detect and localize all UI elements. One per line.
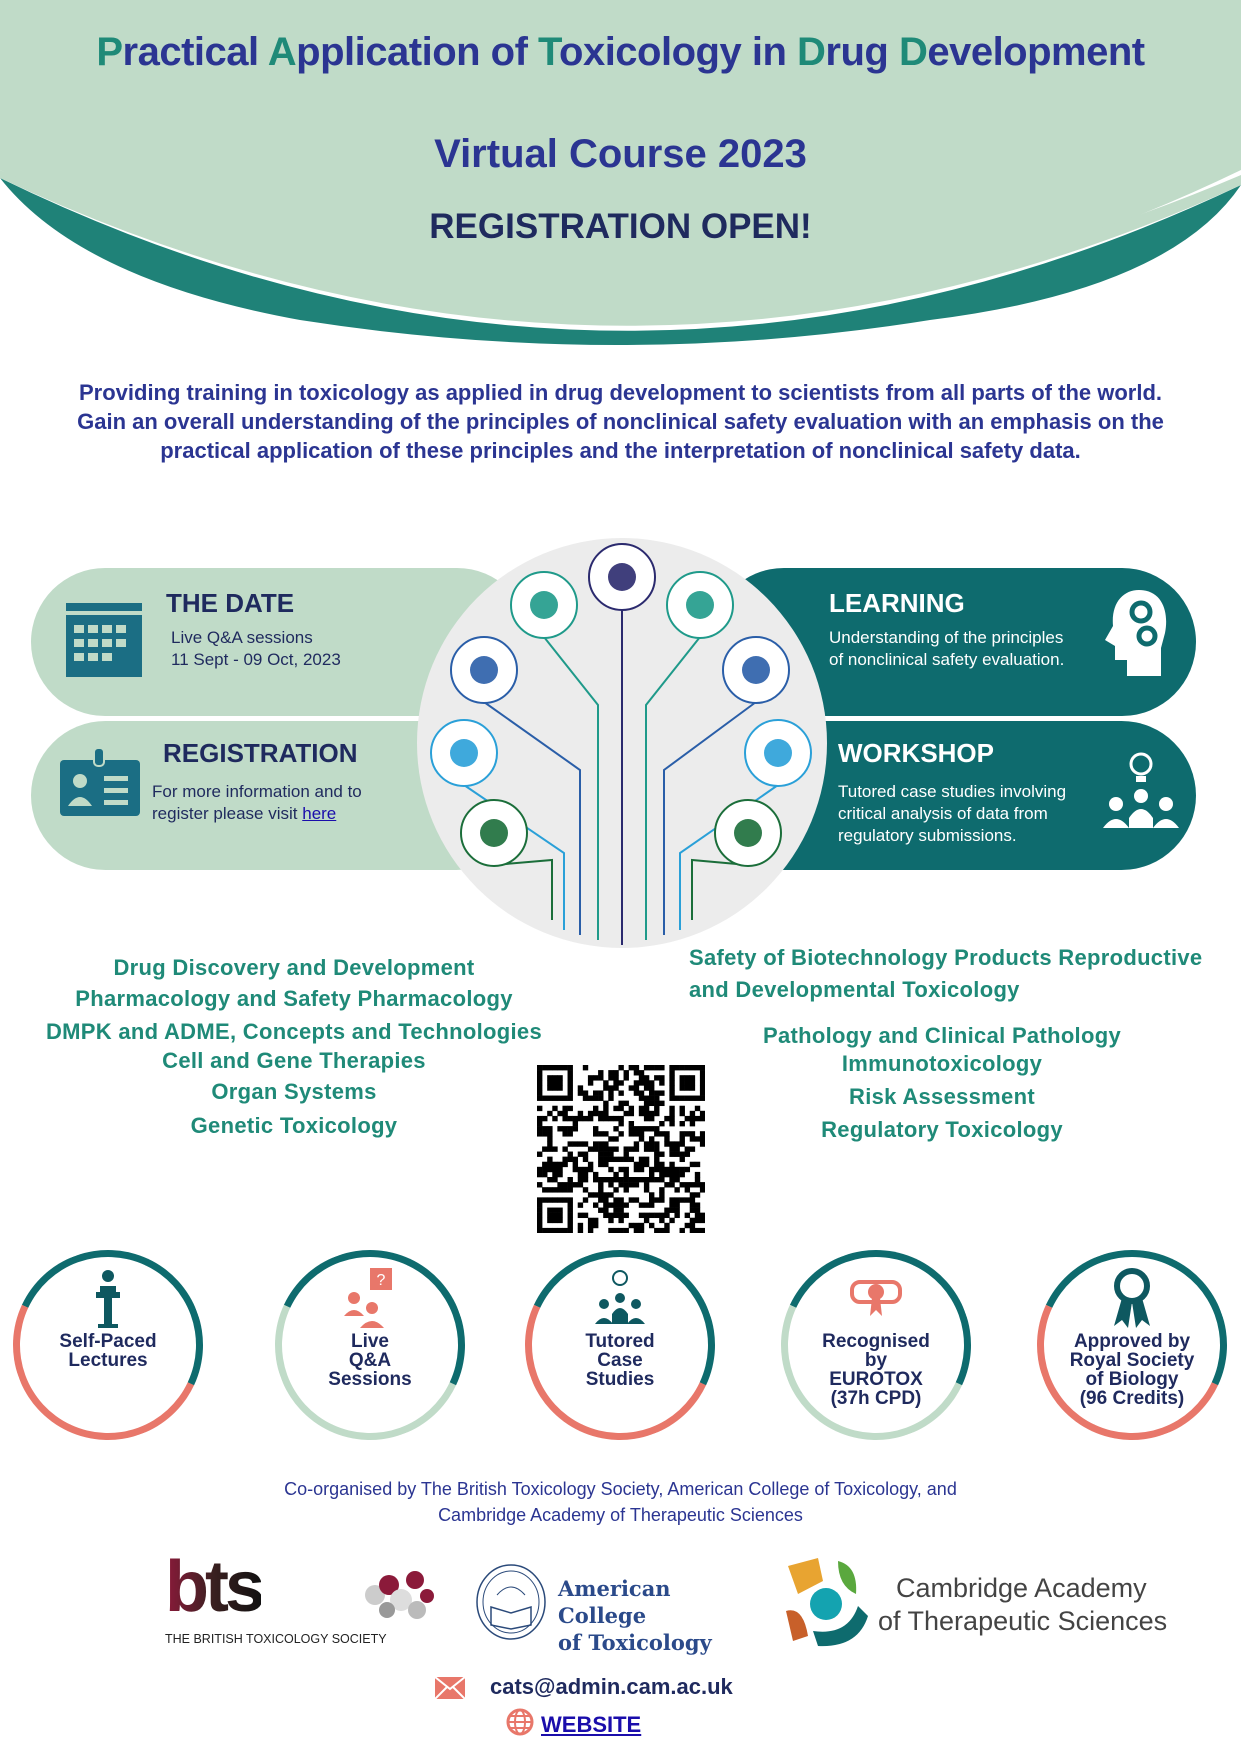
topic-item: and Developmental Toxicology xyxy=(689,977,1020,1002)
header-arc-background xyxy=(0,0,1241,345)
calendar-icon xyxy=(66,603,142,677)
badge-label-line: Live xyxy=(350,1331,390,1352)
badge-label-line: (37h CPD) xyxy=(830,1388,922,1409)
title-highlight-letter: D xyxy=(797,30,826,74)
title-highlight-letter: T xyxy=(538,30,560,74)
badge-label-line: Case xyxy=(597,1350,643,1371)
intro-paragraph: Providing training in toxicology as appl… xyxy=(10,378,1231,465)
tree-branch xyxy=(645,636,701,940)
globe-icon xyxy=(506,1708,534,1736)
tree-branch xyxy=(691,858,749,920)
bts-logo: bts THE BRITISH TOXICOLOGY SOCIETY xyxy=(165,1547,435,1650)
badge-label-line: Approved by xyxy=(1073,1331,1191,1352)
badge-label-line: EUROTOX xyxy=(829,1369,923,1390)
topic-item: Pathology and Clinical Pathology xyxy=(763,1023,1121,1048)
qa-chat-icon: ? xyxy=(344,1268,392,1328)
badge-label-line: Lectures xyxy=(68,1350,148,1371)
topic-item: Organ Systems xyxy=(211,1079,377,1104)
email-icon xyxy=(435,1677,465,1699)
head-gears-icon xyxy=(1105,590,1167,676)
title-text: ractical xyxy=(122,30,268,74)
title-highlight-letter: D xyxy=(898,30,928,74)
tree-branch xyxy=(493,858,553,920)
svg-text:?: ? xyxy=(377,1272,386,1289)
date-heading: THE DATE xyxy=(166,588,295,618)
badge-label-line: by xyxy=(864,1350,888,1371)
topic-item: Risk Assessment xyxy=(849,1084,1035,1109)
registration-qr-code[interactable] xyxy=(537,1065,705,1233)
topic-item: Cell and Gene Therapies xyxy=(162,1048,426,1073)
act-seal-icon xyxy=(476,1564,546,1640)
tree-branch xyxy=(663,701,757,935)
coorganisers-text: Co-organised by The British Toxicology S… xyxy=(284,1479,957,1525)
title-text: evelopment xyxy=(927,30,1145,74)
intro-line: Providing training in toxicology as appl… xyxy=(78,380,1163,405)
topic-item: Safety of Biotechnology Products Reprodu… xyxy=(689,945,1203,970)
certificate-icon xyxy=(850,1280,902,1316)
learning-heading: LEARNING xyxy=(829,588,965,618)
badge-label-line: Studies xyxy=(585,1369,655,1390)
title-text: oxicology in xyxy=(559,30,797,74)
website-link[interactable]: WEBSITE xyxy=(541,1712,642,1737)
molecule-icon xyxy=(365,1571,434,1619)
badge-label-line: Self-Paced xyxy=(59,1331,157,1352)
badge-label-line: Q&A xyxy=(348,1350,392,1371)
intro-line: Gain an overall understanding of the pri… xyxy=(77,409,1164,434)
toxicology-tree-graphic xyxy=(417,538,827,948)
registration-open-banner: REGISTRATION OPEN! xyxy=(429,207,812,246)
topic-item: Regulatory Toxicology xyxy=(821,1117,1063,1142)
award-ribbon-icon xyxy=(1114,1268,1150,1328)
topic-item: Immunotoxicology xyxy=(841,1051,1043,1076)
title-highlight-letter: A xyxy=(267,30,297,74)
course-subtitle: Virtual Course 2023 xyxy=(434,132,807,176)
course-title: Practical Application of Toxicology in D… xyxy=(0,30,1241,75)
title-text: rug xyxy=(825,30,899,74)
topic-item: Genetic Toxicology xyxy=(190,1113,398,1138)
registration-here-link[interactable]: here xyxy=(302,804,337,823)
tree-branch xyxy=(543,636,599,940)
topic-item: Pharmacology and Safety Pharmacology xyxy=(75,986,513,1011)
workshop-heading: WORKSHOP xyxy=(838,738,994,768)
team-idea-icon xyxy=(595,1270,645,1324)
title-text: pplication of xyxy=(296,30,539,74)
team-idea-icon xyxy=(1103,752,1179,828)
badge-label-line: (96 Credits) xyxy=(1079,1388,1185,1409)
badge-label-line: Sessions xyxy=(328,1369,412,1390)
topic-item: Drug Discovery and Development xyxy=(113,955,475,980)
intro-line: practical application of these principle… xyxy=(160,438,1081,463)
badge-label-line: Royal Society xyxy=(1069,1350,1195,1371)
cats-emblem-icon xyxy=(786,1558,868,1647)
badge-label-line: Tutored xyxy=(585,1331,655,1352)
title-highlight-letter: P xyxy=(96,30,123,74)
badge-label-line: Recognised xyxy=(822,1331,930,1352)
tree-branch xyxy=(483,701,581,935)
registration-heading: REGISTRATION xyxy=(163,738,358,768)
email-link[interactable]: cats@admin.cam.ac.uk xyxy=(490,1674,733,1699)
badge-label-line: of Biology xyxy=(1085,1369,1179,1390)
topic-item: DMPK and ADME, Concepts and Technologies xyxy=(45,1019,543,1044)
id-card-icon xyxy=(60,748,140,816)
podium-icon xyxy=(96,1270,120,1328)
